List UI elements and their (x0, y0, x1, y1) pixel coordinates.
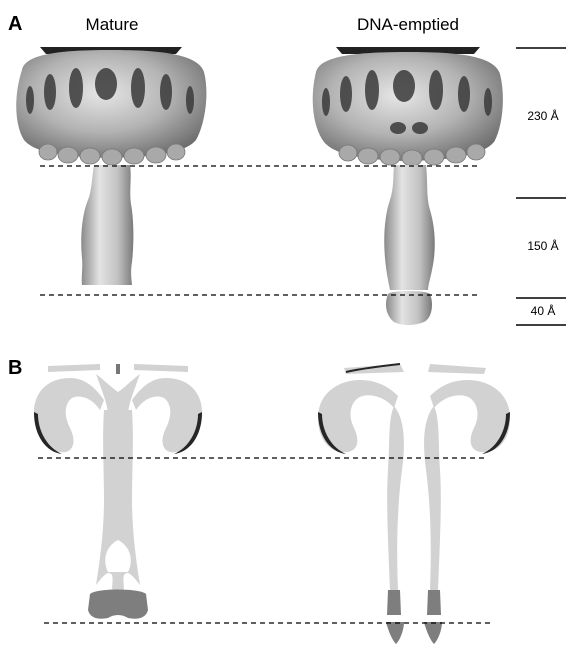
scale-bar: 230 Å 150 Å 40 Å (516, 48, 566, 325)
dna-emptied-title: DNA-emptied (357, 15, 459, 34)
panel-a-label: A (8, 13, 22, 35)
dna-emptied-cross-section (318, 364, 510, 644)
scale-label-40: 40 Å (531, 303, 556, 318)
scale-label-150: 150 Å (527, 238, 558, 253)
dna-emptied-surface-model (313, 47, 503, 325)
panel-b-label: B (8, 357, 22, 379)
mature-title: Mature (86, 15, 139, 34)
mature-cross-section (34, 364, 202, 619)
scale-label-230: 230 Å (527, 108, 558, 123)
